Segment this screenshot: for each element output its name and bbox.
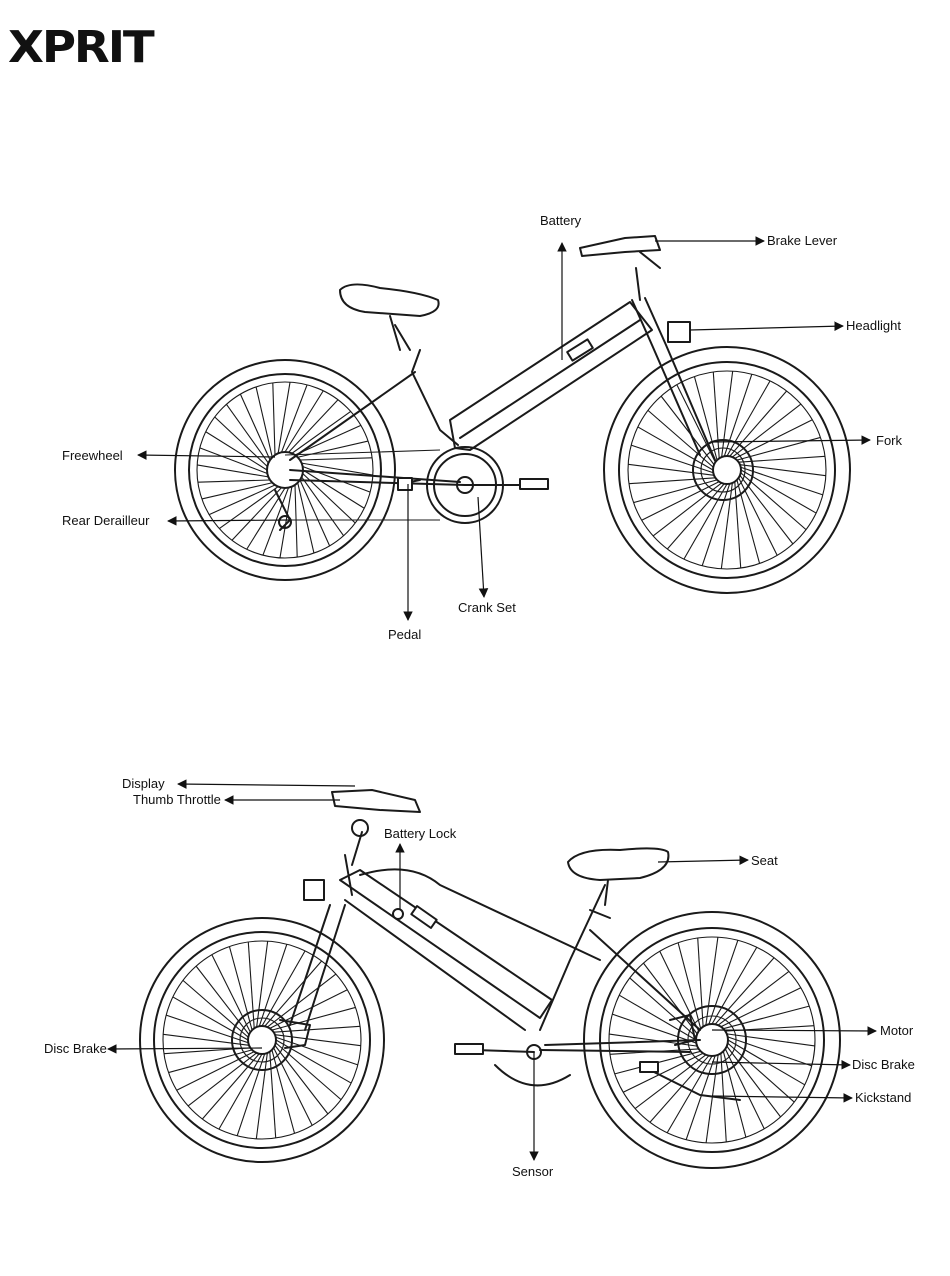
label-kickstand: Kickstand <box>855 1090 911 1105</box>
label-motor: Motor <box>880 1023 914 1038</box>
bike-top-illustration <box>175 236 850 593</box>
label-thumb-throttle: Thumb Throttle <box>133 792 221 807</box>
wheel-spoke <box>295 485 297 557</box>
wheel-spoke <box>257 941 268 1027</box>
label-battery: Battery <box>540 213 582 228</box>
label-brake-lever: Brake Lever <box>767 233 838 248</box>
label-fork: Fork <box>876 433 903 448</box>
wheel-spoke <box>276 1037 358 1065</box>
wheel-spoke <box>270 1052 276 1138</box>
wheel-spoke <box>623 1053 703 1092</box>
wheel-spoke <box>698 938 703 1027</box>
label-headlight: Headlight <box>846 318 901 333</box>
wheel-spoke <box>727 1034 815 1046</box>
wheel-spoke <box>706 1055 718 1143</box>
label-sensor: Sensor <box>512 1164 554 1179</box>
wheel-spoke <box>300 458 372 460</box>
wheel-spoke <box>197 465 268 477</box>
wheel-spoke <box>612 1014 696 1043</box>
wheel-spoke <box>737 480 760 564</box>
wheel-spoke <box>303 466 371 492</box>
wheel-spoke <box>163 1034 249 1045</box>
wheel-spoke <box>709 940 738 1024</box>
label-disc-brake-front: Disc Brake <box>44 1041 107 1056</box>
wheel-spoke <box>248 942 254 1028</box>
wheel-spoke <box>275 1035 361 1046</box>
label-freewheel: Freewheel <box>62 448 123 463</box>
label-disc-brake-rear: Disc Brake <box>852 1057 915 1072</box>
wheel-spoke <box>198 480 270 482</box>
wheel-spoke <box>722 371 733 457</box>
label-pedal: Pedal <box>388 627 421 642</box>
wheel-spoke <box>721 483 732 569</box>
bike-bottom-illustration <box>140 790 840 1168</box>
wheel-spoke <box>725 1049 764 1129</box>
wheel-spoke <box>259 944 287 1026</box>
wheel-spoke <box>237 1054 265 1136</box>
wheel-spoke <box>686 1056 715 1140</box>
wheel-spoke <box>166 1015 248 1043</box>
wheel-spoke <box>278 382 290 453</box>
wheel-spoke <box>706 937 718 1025</box>
wheel-spoke <box>263 488 289 556</box>
wheel-spoke <box>273 383 275 455</box>
wheel-spoke <box>660 951 699 1031</box>
label-rear-derailleur: Rear Derailleur <box>62 513 150 528</box>
label-display: Display <box>122 776 165 791</box>
wheel-spoke <box>721 988 801 1027</box>
wheel-spoke <box>256 1053 267 1139</box>
wheel-spoke <box>728 1037 812 1066</box>
wheel-spoke <box>274 1026 360 1032</box>
wheel-spoke <box>200 448 268 474</box>
label-crank-set: Crank Set <box>458 600 516 615</box>
wheel-spoke <box>713 372 719 458</box>
label-seat: Seat <box>751 853 778 868</box>
wheel-spoke <box>634 480 718 503</box>
wheel-spoke <box>281 385 307 453</box>
label-battery-lock: Battery Lock <box>384 826 457 841</box>
